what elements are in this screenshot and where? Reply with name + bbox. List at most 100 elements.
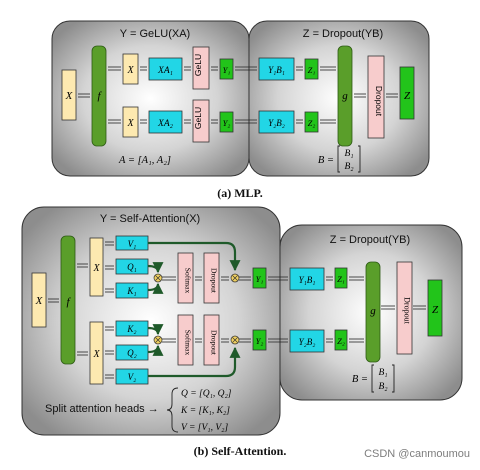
- attn-x-bottom: [89, 321, 104, 385]
- mlp-f-label: f: [97, 90, 102, 102]
- attn-b-bracket: [371, 364, 395, 393]
- mlp-z-bottom-label: Z₂: [308, 118, 316, 128]
- attn-dropout-top: [203, 252, 220, 304]
- attn-g-label: g: [370, 305, 376, 317]
- attn-z-bottom: [334, 329, 348, 351]
- mlp-xa-top-label: XA₁: [157, 66, 173, 76]
- attn-head2-arrow-mult2: [221, 338, 229, 343]
- mlp-b-top: B₁: [344, 149, 353, 159]
- attn-head2-qk-arrows: [147, 324, 164, 356]
- mlp-gelu-panel: [51, 20, 250, 177]
- mlp-g-block: [337, 45, 353, 147]
- attn-split-brace: [166, 387, 179, 433]
- mlp-yb-top-label: Y₁B₁: [268, 65, 285, 75]
- attn-dropout-bottom: [203, 314, 220, 366]
- attn-x-top-label: X: [92, 263, 100, 274]
- mlp-dropout-block: [367, 55, 385, 139]
- attn-head2-arrow-y: [239, 338, 251, 343]
- mlp-b-bottom: B₂: [344, 162, 354, 172]
- mlp-b-lhs: B =: [318, 155, 334, 166]
- attn-yb-bottom-label: Y₂B₂: [299, 337, 316, 347]
- attn-arrows-f-x: [77, 263, 88, 356]
- attn-softmax-top-label: Softmax: [184, 268, 193, 294]
- attn-q2-label: Q₂: [127, 348, 137, 358]
- mlp-arrow-x-f: [78, 93, 90, 98]
- attn-b-bottom: B₂: [378, 382, 388, 392]
- attn-yb-bottom: [289, 329, 325, 353]
- attn-softmax-top: [177, 252, 194, 304]
- attn-x-top: [89, 237, 104, 297]
- attn-head1-multiply-cross: [155, 275, 161, 281]
- attn-f-label: f: [66, 296, 71, 308]
- attn-split-label: Split attention heads →: [45, 403, 159, 415]
- attn-v1-label: V₁: [128, 239, 137, 249]
- attn-v2-arrow: [148, 346, 241, 378]
- attn-q1-label: Q₁: [127, 262, 137, 272]
- attn-softmax-bottom: [177, 314, 194, 366]
- mlp-gelu-top-label: GeLU: [193, 54, 203, 76]
- mlp-dropout-label: Dropout: [374, 86, 384, 117]
- mlp-b-bracket: [337, 145, 361, 173]
- mlp-arrows-top: [108, 66, 336, 71]
- mlp-input-x-label: X: [65, 90, 74, 102]
- watermark: CSDN @canmoumou: [364, 448, 470, 460]
- mlp-z-bottom: [304, 111, 319, 133]
- attn-z-output-label: Z: [432, 304, 439, 316]
- attn-b-top: B₁: [378, 368, 387, 378]
- attn-head1-arrow-mult2: [221, 276, 229, 281]
- attn-caption: (b) Self-Attention.: [193, 444, 287, 458]
- attn-dropout-right-label: Dropout: [403, 297, 412, 324]
- attn-head2-arrow-softmax: [162, 338, 176, 343]
- attn-v-definition: V = [V₁, V₂]: [181, 423, 228, 433]
- attn-head1-arrow-softmax: [162, 276, 176, 281]
- attn-y-top-label: Y₁: [256, 274, 264, 284]
- mlp-y-bottom: [219, 111, 234, 133]
- mlp-y-top-label: Y₁: [223, 65, 231, 75]
- attn-arrows-right: [268, 276, 426, 343]
- mlp-g-label: g: [342, 90, 348, 102]
- mlp-y-bottom-label: Y₂: [223, 118, 231, 128]
- attn-b-lhs: B =: [352, 374, 368, 385]
- attn-yb-top-label: Y₁B₁: [299, 275, 316, 285]
- mlp-xa-bottom: [148, 110, 183, 134]
- attn-yb-top: [289, 267, 325, 291]
- mlp-arrow-dropout-z: [386, 93, 398, 98]
- mlp-xa-top: [148, 57, 183, 81]
- attn-softmax-bottom-label: Softmax: [184, 330, 193, 356]
- attn-k-definition: K = [K₁, K₂]: [180, 406, 230, 416]
- attn-head1-arrow-y: [239, 276, 251, 281]
- attn-head2-multiply-cross: [155, 337, 161, 343]
- mlp-arrows-bottom: [108, 119, 336, 124]
- mlp-input-x: [61, 69, 77, 121]
- attn-head2-attend-cross: [232, 337, 238, 343]
- mlp-x-top: [122, 53, 139, 85]
- mlp-gelu-bottom-label: GeLU: [193, 107, 203, 129]
- mlp-caption: (a) MLP.: [217, 186, 263, 200]
- attn-head1-arrow-dropout: [195, 276, 202, 281]
- attn-arrow-x-f: [48, 298, 59, 303]
- attn-y-bottom-label: Y₂: [256, 336, 264, 346]
- attn-head1-attend-cross: [232, 275, 238, 281]
- mlp-a-definition: A = [A₁, A₂]: [118, 155, 171, 166]
- attn-q-definition: Q = [Q₁, Q₂]: [181, 389, 232, 399]
- attn-right-title: Z = Dropout(YB): [330, 234, 410, 246]
- attention-diagram: Y = Self-Attention(X) Z = Dropout(YB) X …: [21, 206, 463, 436]
- mlp-left-title: Y = GeLU(XA): [120, 28, 190, 40]
- mlp-f-block: [91, 45, 107, 147]
- mlp-gelu-top: [192, 46, 210, 90]
- attn-f-block: [60, 235, 76, 365]
- mlp-z-output: [399, 66, 415, 120]
- mlp-z-top: [304, 58, 319, 80]
- attn-k1-label: K₁: [126, 286, 136, 296]
- mlp-yb-bottom: [258, 110, 295, 134]
- mlp-yb-bottom-label: Y₂B₂: [268, 118, 285, 128]
- mlp-right-title: Z = Dropout(YB): [303, 28, 383, 40]
- mlp-y-top: [219, 58, 234, 80]
- mlp-arrow-g-dropout: [354, 93, 366, 98]
- attn-dropout-bottom-label: Dropout: [210, 330, 219, 356]
- attn-z-output: [427, 279, 443, 337]
- attn-input-x-label: X: [35, 295, 44, 307]
- attn-k2-label: K₂: [126, 324, 136, 334]
- attn-v1-arrow: [148, 241, 241, 272]
